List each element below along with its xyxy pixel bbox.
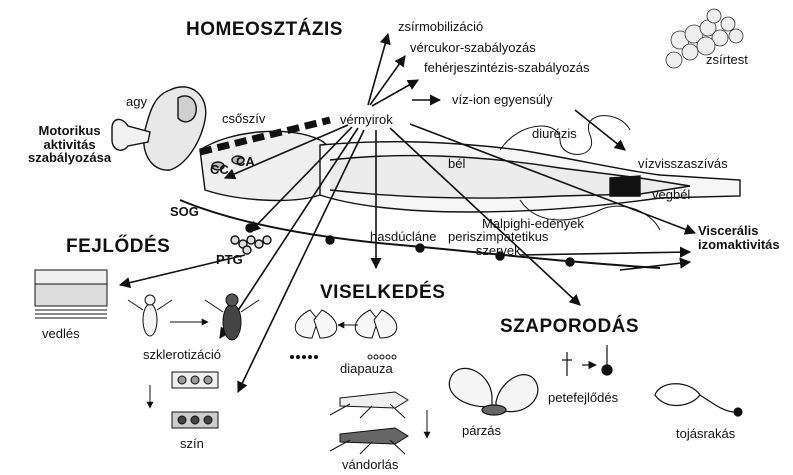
label-neurohormones: vérnyirok [340, 113, 393, 126]
label-molting: vedlés [42, 327, 80, 340]
heading-homeostasis: HOMEOSZTÁZIS [186, 20, 343, 39]
label-ptg: PTG [216, 253, 243, 266]
label-diapause: diapauza [340, 362, 393, 375]
label-heart: csőszív [222, 112, 265, 125]
locust-illustration [330, 392, 427, 454]
label-mating: párzás [462, 424, 501, 437]
label-protein-synthesis: fehérjeszintézis-szabályozás [424, 61, 589, 74]
label-egg-development: petefejlődés [548, 391, 618, 404]
label-color: szín [180, 437, 204, 450]
hormone-arrows [120, 34, 695, 392]
heading-reproduction: SZAPORODÁS [500, 317, 639, 336]
label-ca: CA [236, 155, 255, 168]
label-oviposition: tojásrakás [676, 427, 735, 440]
label-cc: CC [210, 163, 229, 176]
mating-illustration [449, 368, 538, 415]
label-perisympathetic: periszimpatetikus szervek [448, 230, 548, 257]
label-migration: vándorlás [342, 458, 398, 471]
label-nerve-cord: hasdúcláne [370, 230, 437, 243]
label-motor-activity: Motorikus aktivitás szabályozása [28, 124, 111, 165]
heading-development: FEJLŐDÉS [66, 237, 170, 256]
heading-behavior: VISELKEDÉS [320, 283, 445, 302]
label-sclerotization: szklerotizáció [143, 348, 221, 361]
egg-illustration [562, 345, 612, 376]
label-water-ion: víz-ion egyensúly [452, 93, 552, 106]
label-water-reabsorption: vízvisszaszívás [638, 157, 728, 170]
label-brain: agy [126, 95, 147, 108]
label-blood-sugar: vércukor-szabályozás [410, 41, 536, 54]
cuticle-illustration [35, 270, 107, 318]
label-rectum: végbél [652, 188, 690, 201]
diapause-illustration [290, 310, 397, 359]
label-fat-body: zsírtest [706, 53, 748, 66]
label-diuresis: diurézis [532, 127, 577, 140]
cell-row-illustrations [172, 372, 218, 428]
oviposition-illustration [655, 384, 742, 416]
label-gut: bél [448, 157, 465, 170]
label-fat-mobilization: zsírmobilizáció [398, 20, 483, 33]
label-sog: SOG [170, 205, 199, 218]
label-visceral-muscle: Viscerális izomaktivitás [698, 224, 780, 251]
